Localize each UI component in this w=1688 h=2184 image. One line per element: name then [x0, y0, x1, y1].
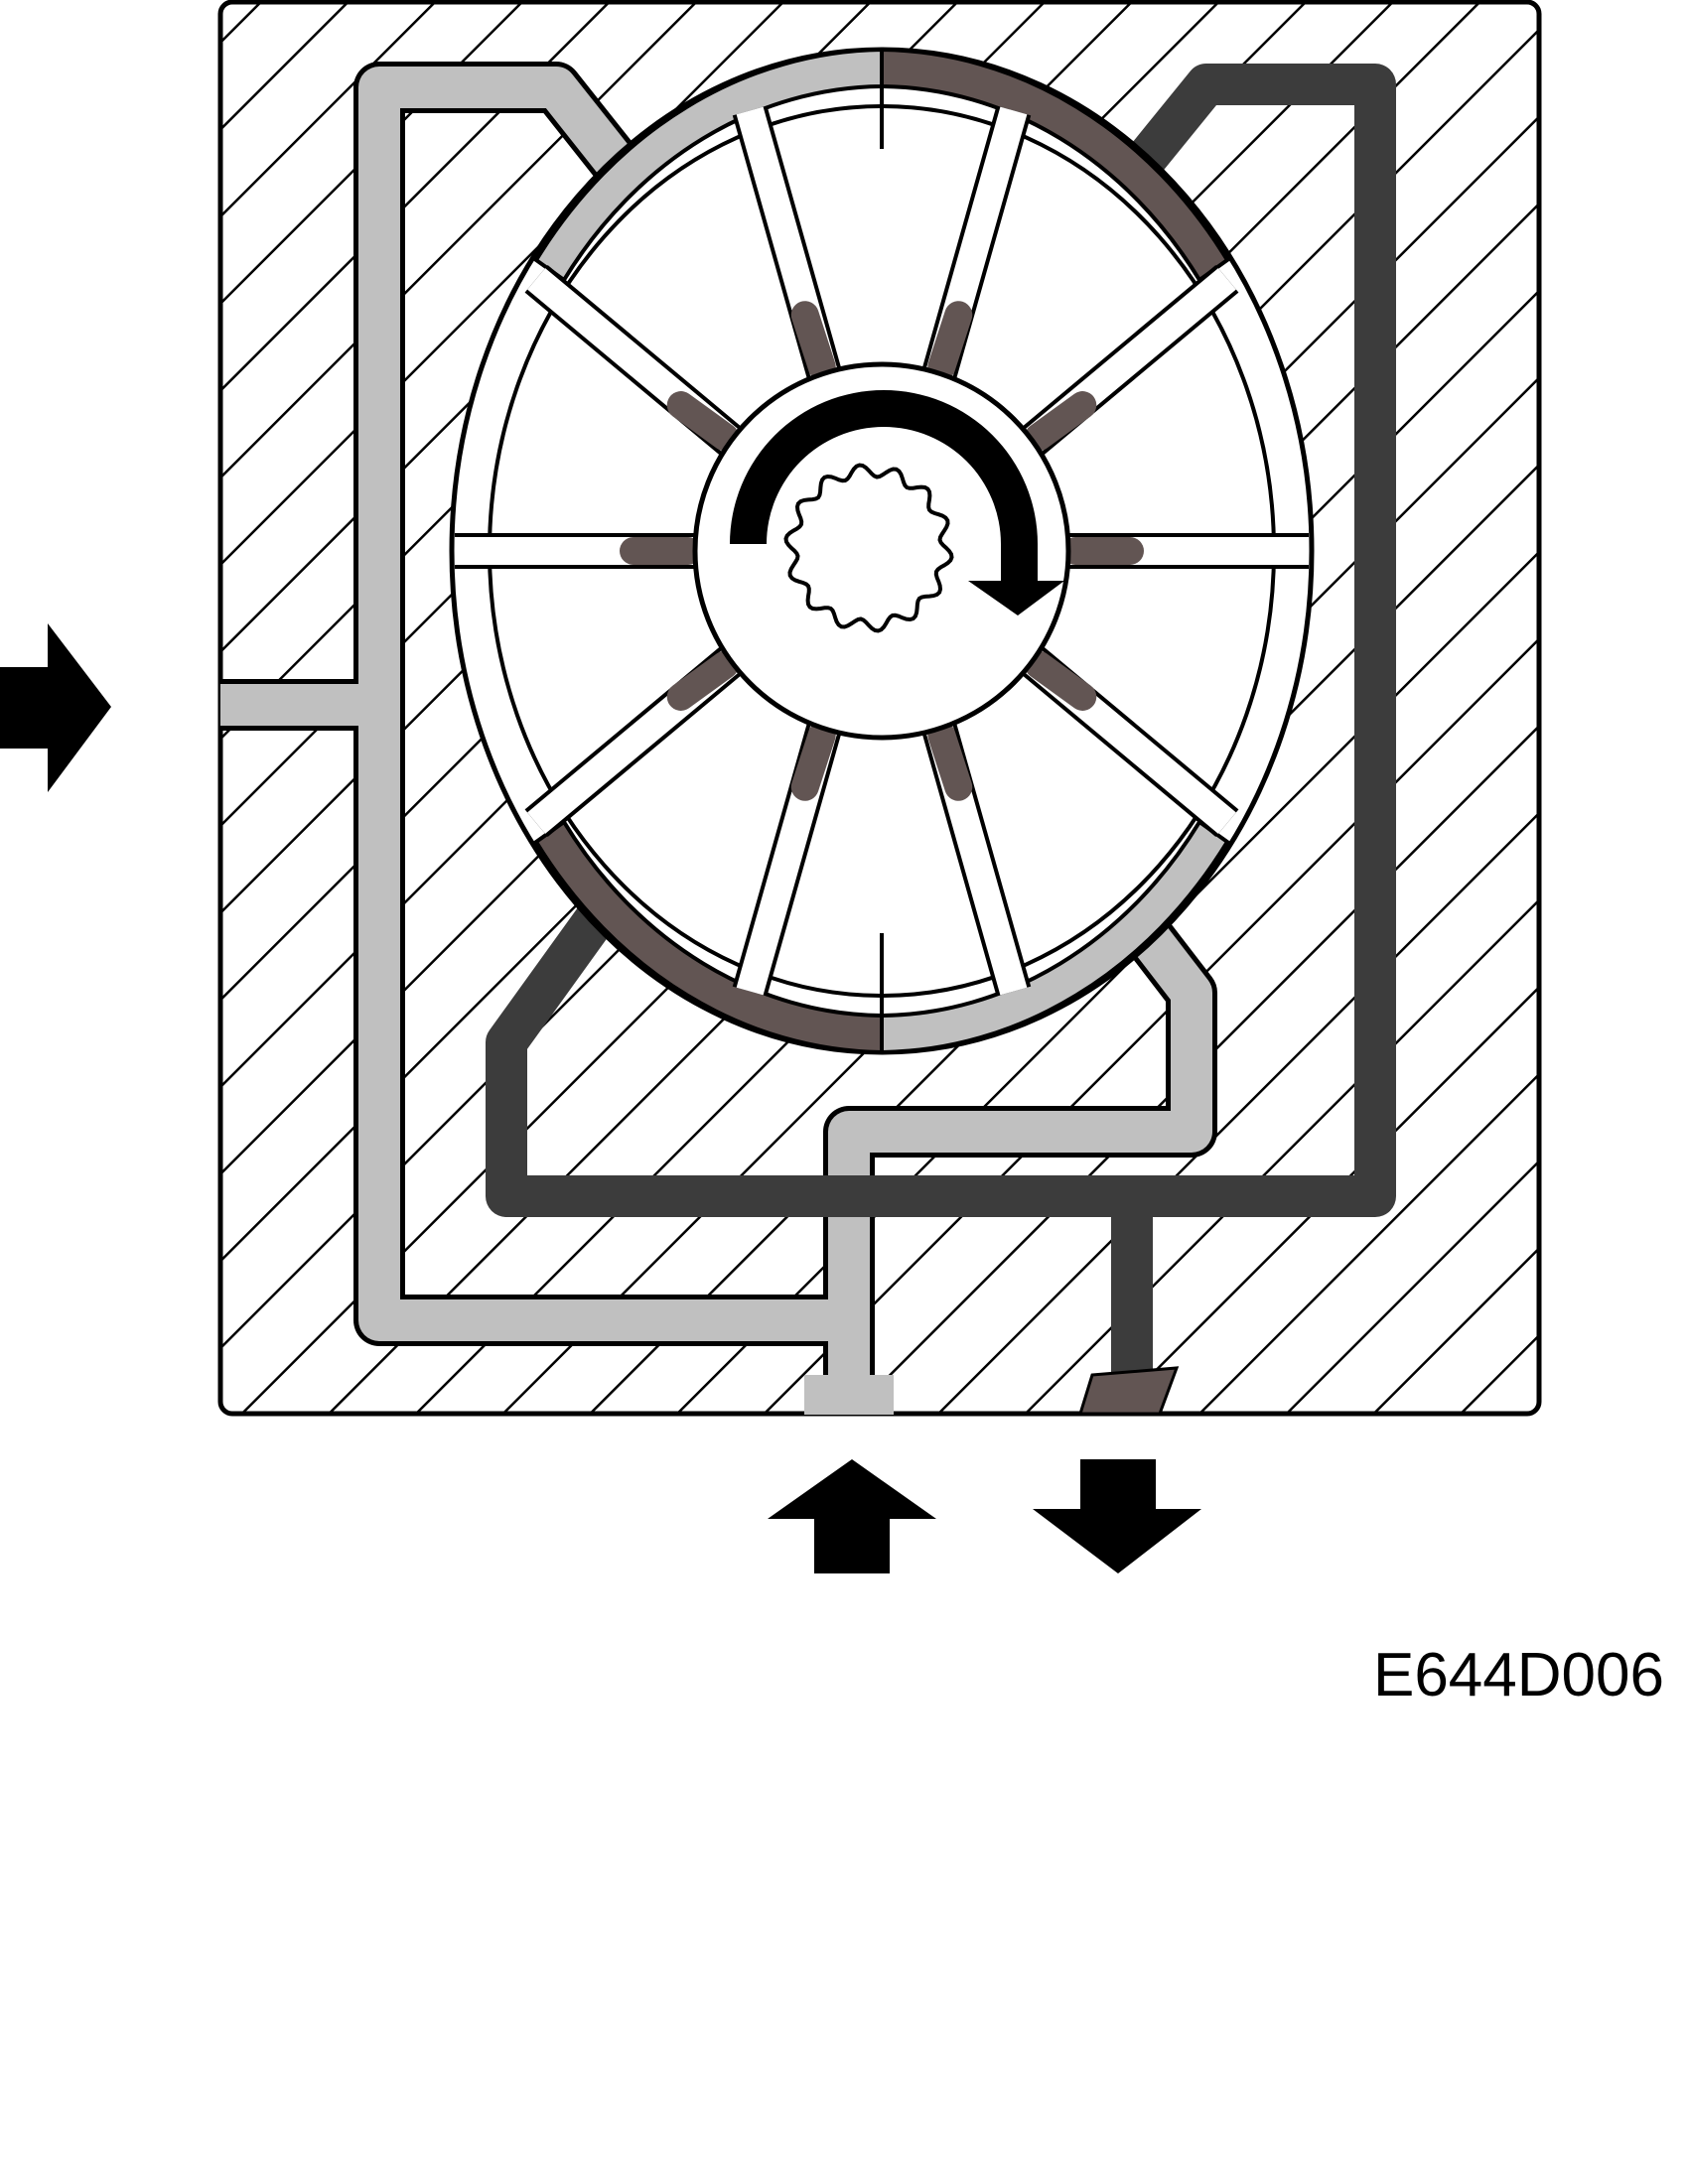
fluid-chambers [533, 47, 1230, 1055]
vane-tip [790, 721, 836, 801]
vane-tip [927, 721, 973, 801]
vane-tip [666, 391, 740, 452]
outlet-channel [486, 64, 1396, 1416]
vane-tip [666, 650, 740, 711]
vane-tip [1024, 391, 1097, 452]
clockwise-rotation-arrow [730, 390, 1064, 615]
up-arrow-icon [768, 1459, 936, 1573]
vane-tip [1024, 650, 1097, 711]
right-arrow-icon [0, 623, 111, 792]
down-arrow-icon [1033, 1459, 1201, 1573]
splined-shaft-icon [783, 463, 954, 633]
vanes [455, 105, 1309, 997]
vane-tip [927, 301, 973, 381]
figure-code: E644D006 [1372, 1641, 1664, 1709]
vane-tip [790, 301, 836, 381]
